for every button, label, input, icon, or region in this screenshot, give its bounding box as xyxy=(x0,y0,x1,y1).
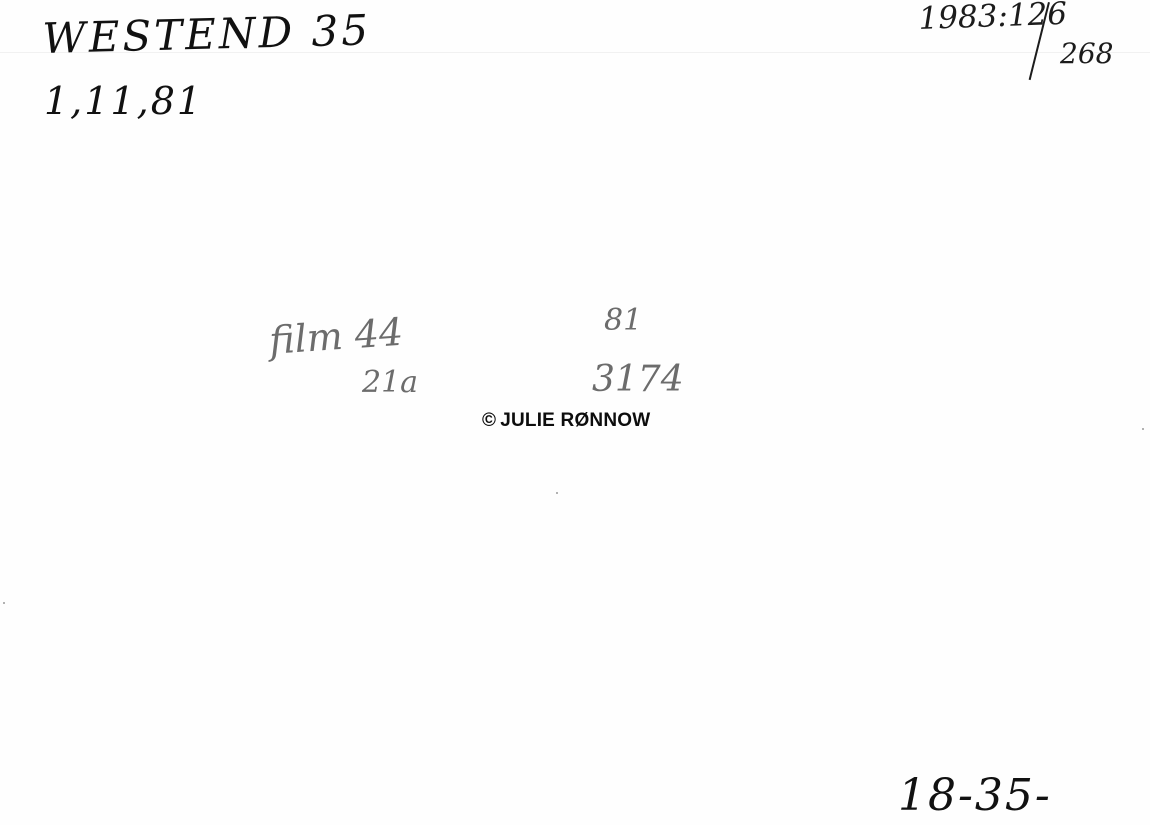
handwritten-title: WESTEND 35 xyxy=(41,5,372,63)
stamp-text: JULIE RØNNOW xyxy=(500,410,651,431)
paper-speck xyxy=(1142,428,1144,430)
film-label: film 44 xyxy=(267,309,405,363)
faint-guide-line xyxy=(0,52,1150,53)
film-frame: 21a xyxy=(362,365,419,400)
copyright-stamp: ©JULIE RØNNOW xyxy=(482,410,650,432)
catalog-subnumber: 268 xyxy=(1060,37,1114,70)
pencil-number-bottom: 3174 xyxy=(592,359,684,400)
paper-speck xyxy=(3,602,5,604)
handwritten-code: 18-35- xyxy=(898,770,1052,821)
handwritten-date: 1,11,81 xyxy=(44,79,204,123)
paper-speck xyxy=(556,492,558,494)
copyright-icon: © xyxy=(482,410,497,431)
pencil-number-top: 81 xyxy=(604,303,643,338)
